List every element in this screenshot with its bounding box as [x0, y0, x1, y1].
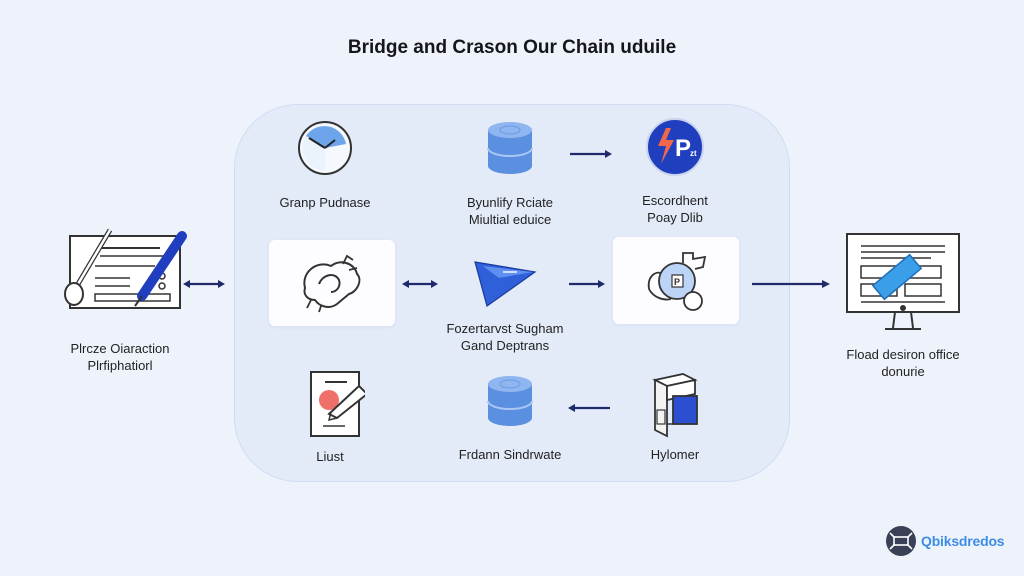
server-tower-icon — [652, 373, 698, 438]
send-triangle-icon — [474, 261, 537, 307]
coin-hand-icon: P — [647, 252, 707, 311]
node-synthify-label-2: Miultial eduice — [468, 212, 552, 227]
node-escordhent-label-1: Escordhent — [642, 193, 708, 208]
node-escordhent-label-2: Poay Dlib — [647, 210, 703, 225]
node-synthify-label-1: Byunlify Rciate — [467, 195, 553, 210]
diagram-title: Bridge and Crason Our Chain uduile — [347, 37, 677, 58]
handshake-icon — [303, 254, 361, 313]
node-coin-hand-card: P — [613, 237, 739, 324]
node-right: Fload desiron office donurie — [818, 228, 988, 380]
node-grand-purchase-label: Granp Pudnase — [279, 195, 371, 210]
node-fozertarvst-label-1: Fozertarvst Sugham — [446, 321, 564, 336]
node-list: Liust — [285, 370, 375, 465]
node-synthify: Byunlify Rciate Miultial eduice — [440, 118, 580, 228]
svg-text:P: P — [675, 135, 691, 162]
arrow-hylomer-to-fordann — [568, 404, 610, 412]
node-left: Plrcze Oiaraction Plrfiphatiorl — [40, 222, 200, 374]
svg-text:P: P — [674, 277, 680, 287]
logo-badge-icon — [886, 526, 916, 556]
document-pen-icon — [64, 228, 187, 309]
node-list-label: Liust — [316, 449, 344, 464]
monitor-form-icon — [846, 233, 960, 330]
node-right-label-1: Fload desiron office — [846, 347, 960, 362]
brand-logo[interactable]: Qbiksdredos — [885, 525, 1005, 557]
checklist-icon — [310, 371, 365, 437]
node-escordhent: P zt Escordhent Poay Dlib — [610, 116, 740, 226]
p-badge-icon: P zt — [646, 118, 704, 176]
clock-gauge-icon — [298, 121, 352, 175]
node-left-label-1: Plrcze Oiaraction — [70, 341, 170, 356]
node-fozertarvst-label-2: Gand Deptrans — [460, 338, 550, 353]
arrow-left-to-handshake — [183, 280, 225, 288]
node-hylomer-label: Hylomer — [650, 447, 700, 462]
node-grand-purchase: Granp Pudnase — [265, 118, 385, 211]
node-fozertarvst: Fozertarvst Sugham Gand Deptrans — [430, 258, 580, 354]
node-hylomer: Hylomer — [620, 370, 730, 463]
logo-text: Qbiksdredos — [921, 533, 1005, 549]
node-fordann-label: Frdann Sindrwate — [458, 447, 562, 462]
node-fordann: Frdann Sindrwate — [440, 372, 580, 463]
database-icon — [487, 376, 533, 426]
node-right-label-2: donurie — [881, 364, 925, 379]
arrow-fozertarvst-to-coin-hand — [569, 280, 605, 288]
arrow-coin-hand-to-right — [752, 280, 830, 288]
node-handshake-card — [269, 240, 395, 326]
node-left-label-2: Plrfiphatiorl — [87, 358, 153, 373]
database-icon — [487, 122, 533, 174]
arrow-handshake-to-fozertarvst — [402, 280, 438, 288]
arrow-synthify-to-escordhent — [570, 150, 612, 158]
svg-text:zt: zt — [690, 149, 697, 158]
